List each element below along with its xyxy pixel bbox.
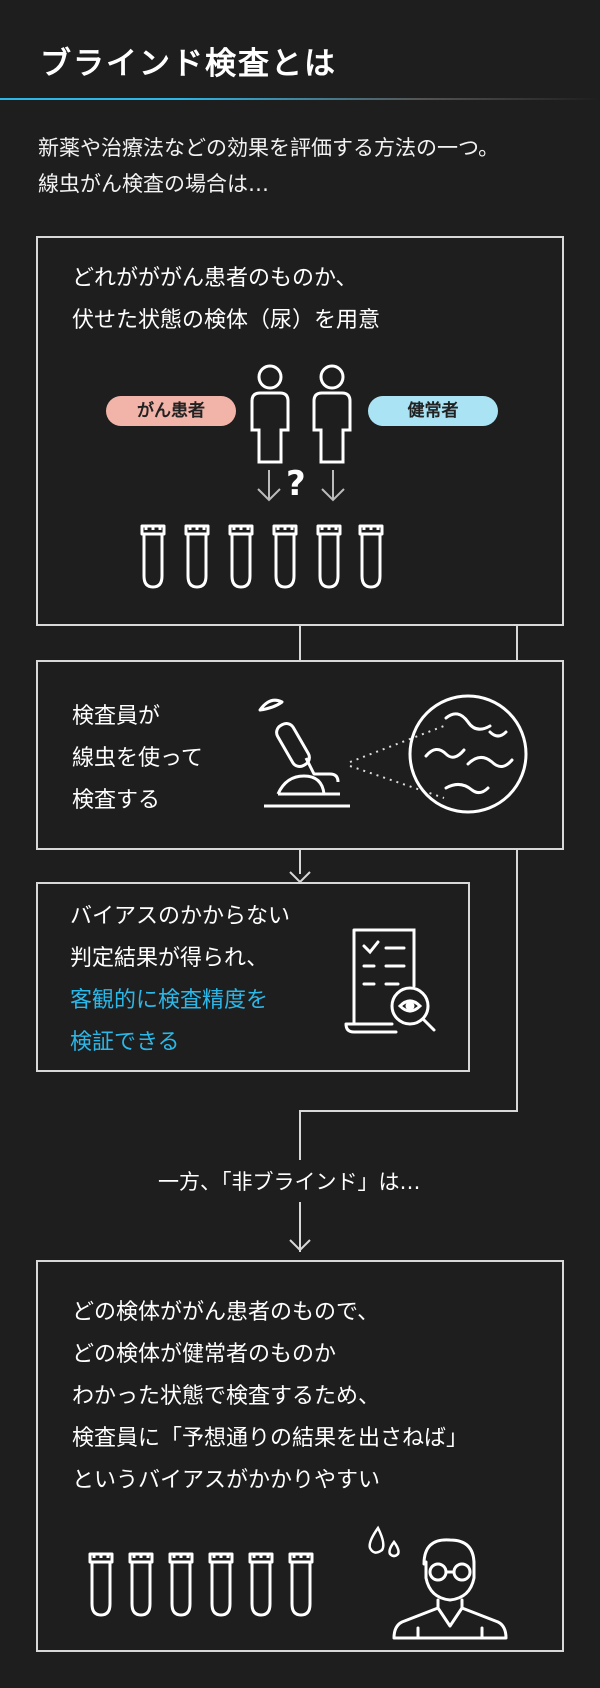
blind-sample-line-2: 伏せた状態の検体（尿）を用意 [72,308,381,333]
non-blind-line-1: どの検体ががん患者のもので、 [72,1300,380,1325]
down-arrow-icon [257,470,281,502]
cancer-patient-badge: がん患者 [106,396,236,426]
report-icon [344,928,436,1034]
petri-dish-icon [408,694,528,814]
nematode-test-text: 検査員が 線虫を使って 検査する [72,696,203,822]
connector-line [516,850,518,1112]
blind-result-text: バイアスのかからない 判定結果が得られ、 客観的に検査精度を 検証できる [70,896,290,1064]
magnification-lines [349,725,445,799]
down-arrow-icon [321,470,345,502]
test-tube-icon [288,1552,314,1617]
non-blind-heading: 一方、「非ブラインド」は… [158,1170,421,1194]
non-blind-line-4: 検査員に「予想通りの結果を出さねば」 [72,1426,469,1451]
intro-text: 新薬や治療法などの効果を評価する方法の一つ。 線虫がん検査の場合は… [38,130,499,202]
nematode-test-box: 検査員が 線虫を使って 検査する [36,660,564,850]
test-tube-icon [168,1552,194,1617]
non-blind-box: どの検体ががん患者のもので、 どの検体が健常者のものか わかった状態で検査するた… [36,1260,564,1652]
down-arrow-icon [289,1239,311,1252]
intro-line-2: 線虫がん検査の場合は… [38,172,269,196]
person-icon [250,364,290,464]
connector-line [299,850,301,874]
test-tube-icon [140,524,166,589]
blind-result-box: バイアスのかからない 判定結果が得られ、 客観的に検査精度を 検証できる [36,882,470,1072]
researcher-icon [392,1538,508,1640]
connector-line [516,626,518,662]
connector-line [299,1110,301,1160]
sweat-drop-icon [368,1525,400,1558]
test-tube-icon [184,524,210,589]
healthy-person-badge: 健常者 [368,396,498,426]
blind-sample-box: どれがががん患者のものか、 伏せた状態の検体（尿）を用意 がん患者 健常者 ? [36,236,564,626]
person-icon [312,364,352,464]
blind-result-line-2: 判定結果が得られ、 [70,946,269,971]
title-divider [0,98,600,100]
non-blind-text: どの検体ががん患者のもので、 どの検体が健常者のものか わかった状態で検査するた… [72,1292,468,1502]
blind-result-highlight-1: 客観的に検査精度を [70,988,269,1013]
microscope-icon [258,698,350,808]
test-tube-icon [228,524,254,589]
blind-sample-text: どれがががん患者のものか、 伏せた状態の検体（尿）を用意 [72,258,380,342]
non-blind-line-5: というバイアスがかかりやすい [72,1468,381,1493]
nematode-test-line-1: 検査員が [72,704,161,729]
blind-result-highlight-2: 検証できる [70,1030,180,1055]
intro-line-1: 新薬や治療法などの効果を評価する方法の一つ。 [38,136,500,160]
connector-line [299,626,301,662]
test-tube-icon [316,524,342,589]
test-tube-icon [128,1552,154,1617]
test-tube-icon [88,1552,114,1617]
test-tube-icon [248,1552,274,1617]
down-arrow-icon [289,871,311,884]
test-tube-icon [272,524,298,589]
connector-line [299,1202,301,1252]
nematode-test-line-2: 線虫を使って [72,746,203,771]
test-tube-icon [208,1552,234,1617]
blind-sample-line-1: どれがががん患者のものか、 [72,266,358,291]
question-mark: ? [286,464,306,504]
nematode-test-line-3: 検査する [72,788,161,813]
connector-line [299,1110,518,1112]
blind-result-line-1: バイアスのかからない [70,904,291,929]
test-tube-icon [358,524,384,589]
non-blind-line-2: どの検体が健常者のものか [72,1342,337,1367]
page-title: ブラインド検査とは [40,46,337,82]
non-blind-line-3: わかった状態で検査するため、 [72,1384,381,1409]
